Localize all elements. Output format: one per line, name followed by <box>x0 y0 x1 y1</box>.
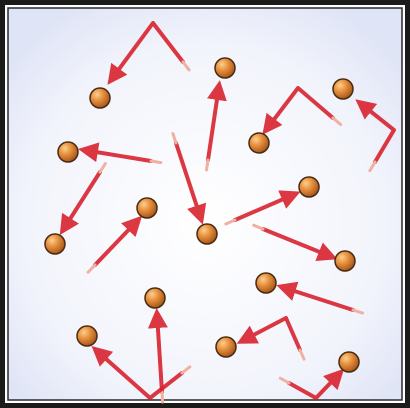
gas-particle-12 <box>145 288 165 308</box>
gas-particle-7 <box>45 234 65 254</box>
gas-particle-15 <box>339 352 359 372</box>
gas-particle-10 <box>335 251 355 271</box>
gas-particle-8 <box>197 224 217 244</box>
motion-arrow-tail-2 <box>207 160 208 170</box>
gas-particle-3 <box>333 79 353 99</box>
gas-particle-6 <box>137 198 157 218</box>
gas-particle-1 <box>90 88 110 108</box>
gas-particle-11 <box>256 273 276 293</box>
gas-particle-5 <box>58 142 78 162</box>
gas-particle-14 <box>216 337 236 357</box>
gas-particle-9 <box>299 177 319 197</box>
gas-particle-13 <box>77 326 97 346</box>
container-box <box>8 8 402 400</box>
motion-arrow-tail-12 <box>162 392 163 402</box>
gas-particle-2 <box>215 58 235 78</box>
gas-particle-4 <box>249 133 269 153</box>
motion-arrow-tail-5 <box>151 161 161 163</box>
